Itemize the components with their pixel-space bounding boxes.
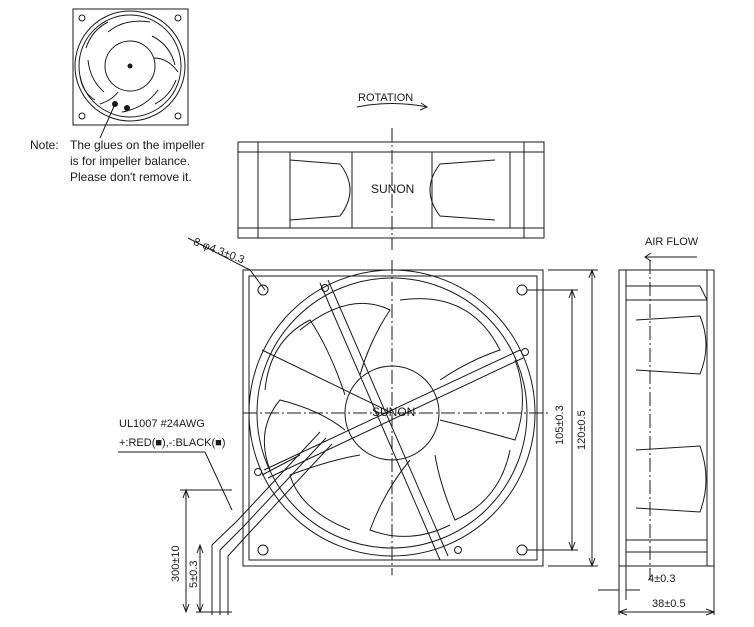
cable-type-label: UL1007 #24AWG	[119, 418, 205, 430]
dimension-lines	[180, 268, 716, 616]
thumbnail-fan	[72, 8, 189, 139]
note-label: Note:	[30, 138, 59, 152]
dim-flange-thickness: 4±0.3	[648, 573, 676, 585]
dim-depth: 38±0.5	[652, 598, 686, 610]
cable	[118, 431, 333, 615]
note-line-1: The glues on the impeller	[70, 138, 205, 152]
top-view	[237, 128, 545, 250]
wire-colors-label: +:RED(■),-:BLACK(■)	[119, 437, 226, 449]
note-line-3: Please don't remove it.	[70, 170, 192, 184]
dim-strip-length: 5±0.3	[188, 560, 200, 588]
air-flow-label: AIR FLOW	[645, 236, 699, 248]
brand-front: SUNON	[372, 405, 416, 419]
dim-lead-length: 300±10	[170, 545, 182, 582]
dim-frame-size: 120±0.5	[576, 410, 588, 450]
brand-top: SUNON	[371, 182, 415, 196]
dim-hole-pitch: 105±0.3	[554, 405, 566, 445]
rotation-label: ROTATION	[358, 92, 414, 104]
note-line-2: is for impeller balance.	[70, 154, 191, 168]
front-view	[242, 260, 548, 575]
rotation-arrow	[356, 102, 429, 111]
side-view	[618, 252, 715, 580]
